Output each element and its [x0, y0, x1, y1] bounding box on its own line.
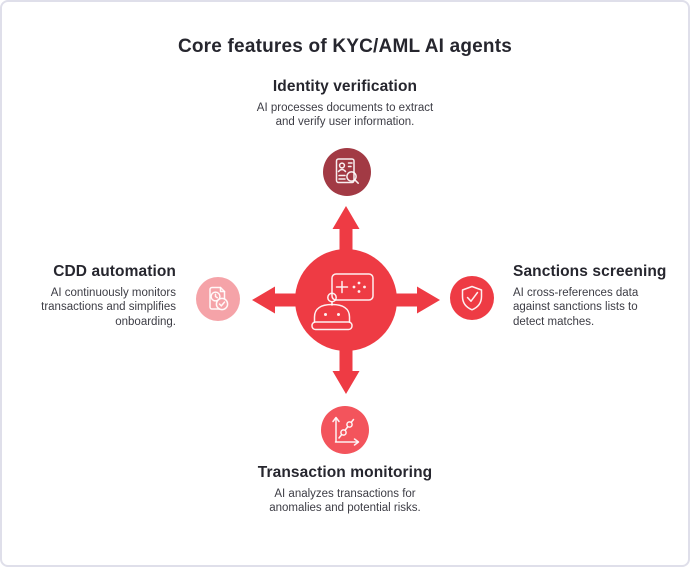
feature-title: CDD automation [53, 263, 176, 280]
rising-chart-icon [332, 416, 360, 446]
arrow-up-icon [332, 206, 360, 267]
arrow-down-icon [332, 333, 360, 394]
feature-description: AI analyzes transactions for anomalies a… [269, 488, 421, 515]
feature-title: Identity verification [272, 78, 418, 95]
feature-sanctions-screening: Sanctions screening AI cross-references … [513, 263, 683, 329]
feature-description: AI processes documents to extract and ve… [256, 102, 434, 129]
feature-cdd-automation: CDD automation AI continuously monitors … [12, 263, 176, 329]
document-clock-check-icon [209, 286, 229, 311]
cdd-automation-badge [196, 277, 240, 321]
ai-agent-robot-icon [311, 273, 374, 331]
feature-title: Transaction monitoring [257, 464, 433, 481]
arrow-right-icon [379, 286, 440, 314]
page-title: Core features of KYC/AML AI agents [177, 36, 513, 57]
arrow-left-icon [252, 286, 313, 314]
feature-description: AI cross-references data against sanctio… [513, 287, 639, 328]
identity-verification-badge [323, 148, 371, 196]
shield-check-icon [461, 285, 483, 311]
feature-title: Sanctions screening [513, 263, 667, 280]
feature-transaction-monitoring: Transaction monitoring AI analyzes trans… [2, 464, 688, 516]
id-document-search-icon [335, 158, 359, 184]
transaction-monitoring-badge [321, 406, 369, 454]
feature-identity-verification: Identity verification AI processes docum… [2, 78, 688, 130]
hub-with-arrows [252, 206, 440, 394]
feature-description: AI continuously monitors transactions an… [41, 287, 176, 328]
sanctions-screening-badge [450, 276, 494, 320]
